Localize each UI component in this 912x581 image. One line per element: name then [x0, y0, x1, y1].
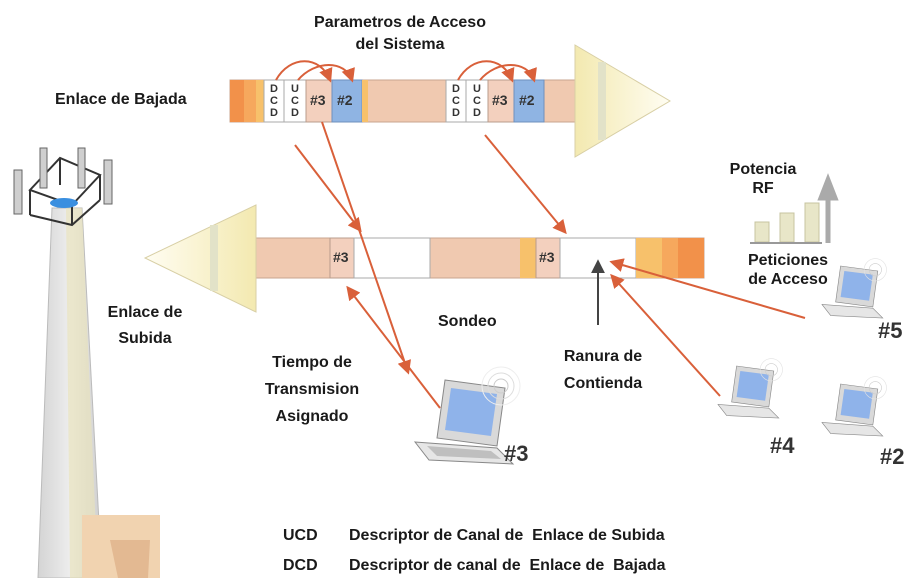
slot3-ul-2: #3: [539, 249, 555, 265]
downlink-frame: [229, 44, 671, 158]
dcd-1-char-2: C: [270, 95, 278, 107]
access-requests-label: Peticiones de Acceso: [728, 251, 848, 289]
downlink-label: Enlace de Bajada: [55, 91, 187, 108]
ucd-cell-2: U C D: [468, 83, 486, 119]
legend-row-dcd: DCD Descriptor de canal de Enlace de Baja…: [283, 551, 666, 581]
contention-line-2: Contienda: [563, 375, 643, 392]
ucd-1-char-3: D: [291, 107, 299, 119]
slot3-ul-1: #3: [333, 249, 349, 265]
laptop-5-graphic: [821, 258, 887, 319]
signal-arrows: [294, 121, 806, 409]
legend: UCD Descriptor de Canal de Enlace de Subi…: [283, 521, 666, 581]
dcd-2-char-1: D: [452, 83, 460, 95]
device-label-main: #3: [504, 441, 529, 466]
contention-line-1: Ranura de: [563, 348, 643, 365]
access-requests-line-2: de Acceso: [748, 271, 828, 288]
legend-desc-ucd: Descriptor de Canal de Enlace de Subida: [349, 527, 665, 544]
slot3-dl-1: #3: [310, 92, 326, 108]
dcd-1-char-3: D: [270, 107, 278, 119]
access-param-arrows: [275, 60, 537, 83]
system-access-line-1: Parametros de Acceso: [314, 14, 486, 31]
laptop-2-graphic: [821, 376, 887, 437]
tower: [13, 147, 160, 578]
dcd-1-char-1: D: [270, 83, 278, 95]
device-label-4: #4: [770, 433, 795, 458]
legend-abbr-dcd: DCD: [283, 557, 318, 574]
laptop-main-graphic: [413, 366, 521, 465]
assigned-tx-line-1: Tiempo de: [272, 354, 352, 371]
legend-desc-dcd: Descriptor de canal de Enlace de Bajada: [349, 557, 666, 574]
dcd-2-char-3: D: [452, 107, 460, 119]
rf-power-line-2: RF: [752, 180, 774, 197]
system-access-line-2: del Sistema: [355, 36, 445, 53]
device-label-5: #5: [878, 318, 903, 343]
laptop-4-graphic: [717, 358, 783, 419]
access-requests-line-1: Peticiones: [747, 252, 829, 269]
rf-power-bars: [750, 173, 839, 244]
rf-power-line-1: Potencia: [729, 161, 797, 178]
system-access-label: Parametros de Acceso del Sistema: [300, 12, 500, 56]
contention-slot-label: Ranura de Contienda: [548, 343, 658, 397]
assigned-tx-line-2: Transmision: [264, 381, 360, 398]
legend-row-ucd: UCD Descriptor de Canal de Enlace de Subi…: [283, 521, 666, 551]
rf-power-label: Potencia RF: [718, 160, 808, 198]
ucd-2-char-1: U: [473, 83, 481, 95]
uplink-frame: [143, 204, 705, 313]
dcd-cell-1: D C D: [265, 83, 283, 119]
polling-label: Sondeo: [438, 313, 497, 330]
slot2-dl-1: #2: [337, 92, 353, 108]
legend-abbr-ucd: UCD: [283, 527, 318, 544]
device-label-2: #2: [880, 444, 905, 469]
ucd-2-char-3: D: [473, 107, 481, 119]
ucd-1-char-2: C: [291, 95, 299, 107]
dcd-2-char-2: C: [452, 95, 460, 107]
uplink-line-2: Subida: [118, 330, 172, 347]
slot3-dl-2: #3: [492, 92, 508, 108]
assigned-tx-time-label: Tiempo de Transmision Asignado: [252, 349, 372, 430]
ucd-2-char-2: C: [473, 95, 481, 107]
ucd-cell-1: U C D: [286, 83, 304, 119]
ucd-1-char-1: U: [291, 83, 299, 95]
uplink-line-1: Enlace de: [107, 304, 183, 321]
assigned-tx-line-3: Asignado: [275, 408, 349, 425]
dcd-cell-2: D C D: [447, 83, 465, 119]
slot2-dl-2: #2: [519, 92, 535, 108]
uplink-label: Enlace de Subida: [85, 300, 205, 352]
